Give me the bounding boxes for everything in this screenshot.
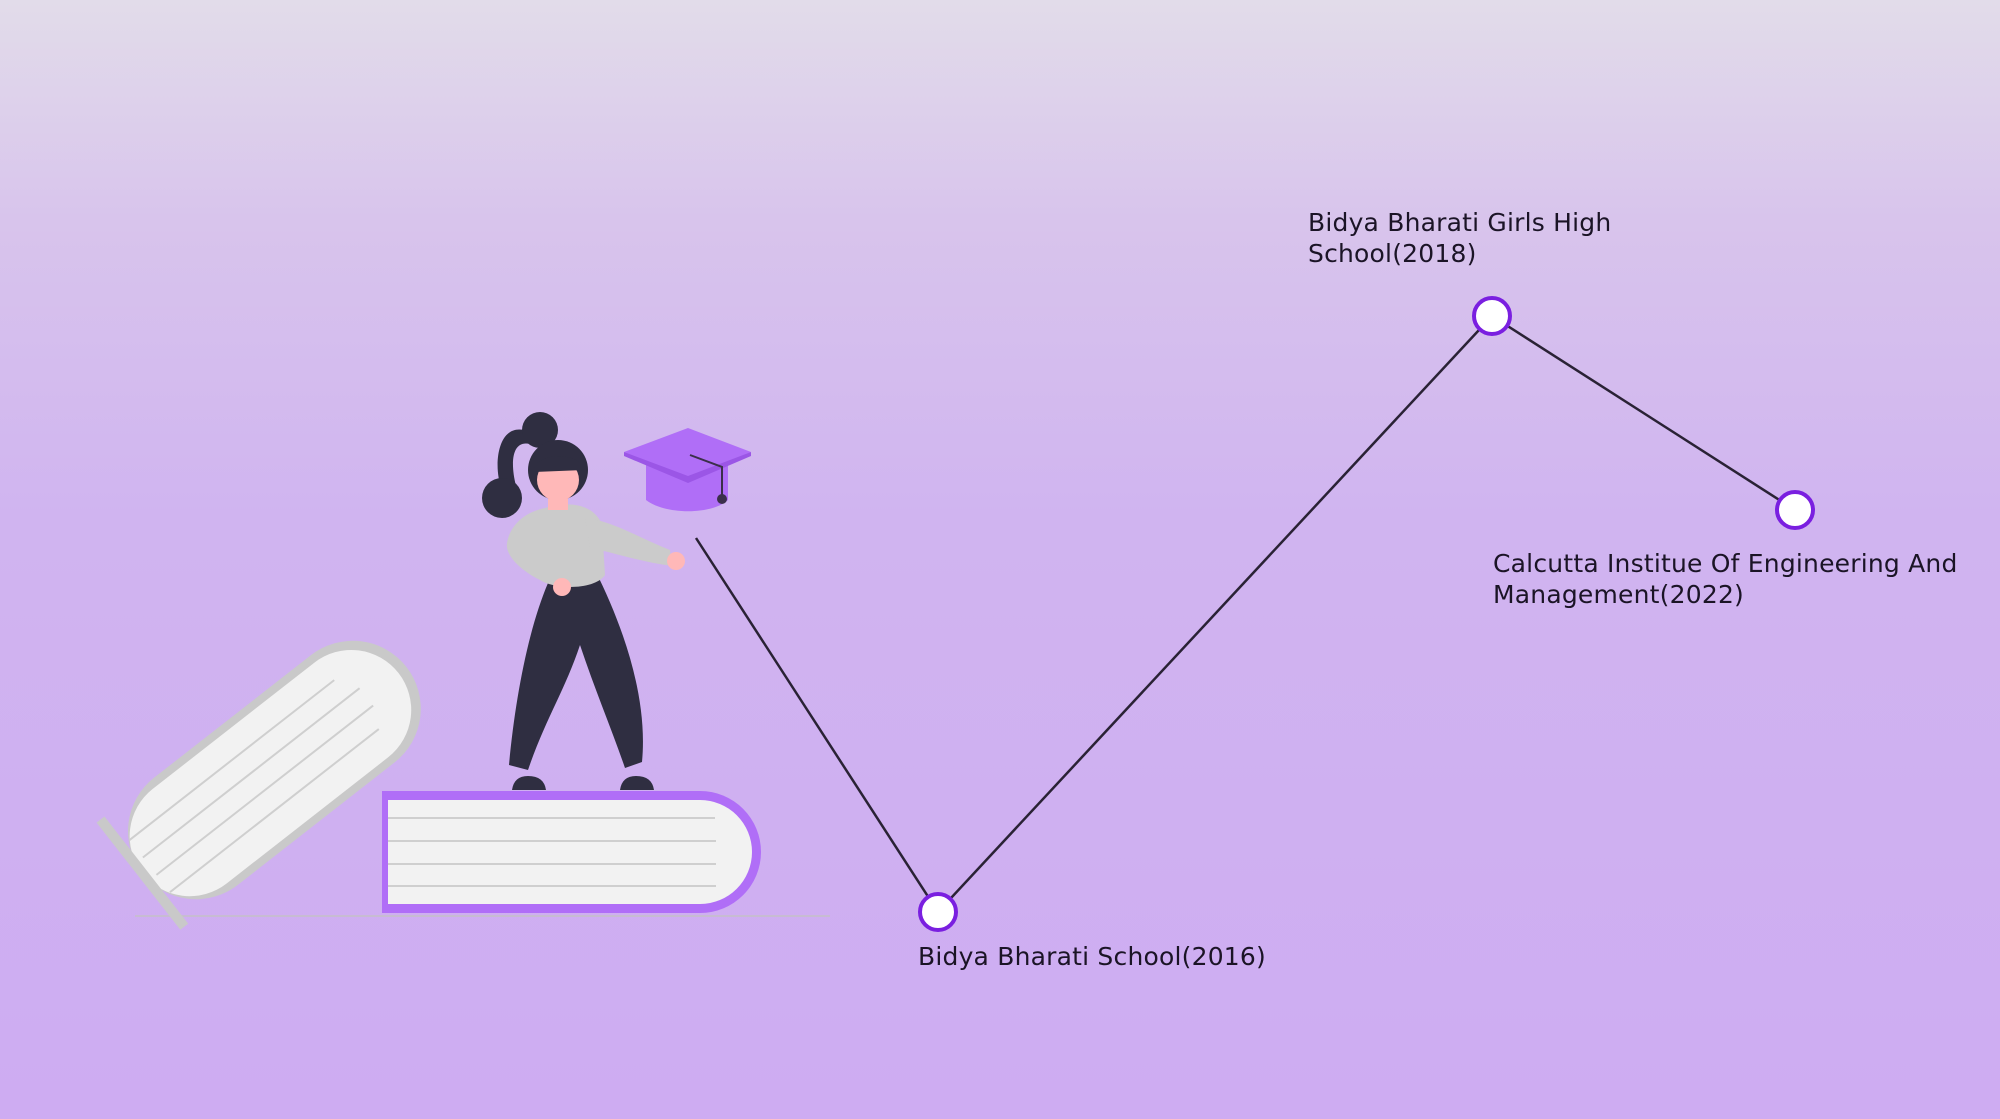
timeline-path — [694, 314, 1796, 913]
milestone-node-2022[interactable] — [1775, 490, 1815, 530]
timeline-nodes — [918, 296, 1815, 932]
timeline-segment — [1491, 314, 1796, 512]
education-illustration — [96, 412, 830, 930]
tilted-book-icon — [96, 640, 421, 930]
woman-figure-icon — [482, 412, 685, 790]
milestone-label-2022: Calcutta Institue Of Engineering And Man… — [1493, 549, 1958, 609]
milestone-node-2018[interactable] — [1472, 296, 1512, 336]
timeline-segment — [694, 537, 940, 913]
milestone-label-2016: Bidya Bharati School(2016) — [918, 942, 1266, 971]
graduation-cap-icon — [624, 428, 751, 512]
stacked-book-icon — [382, 791, 761, 913]
milestone-node-2016[interactable] — [918, 892, 958, 932]
timeline-segment — [937, 315, 1493, 913]
milestone-label-2018: Bidya Bharati Girls High School(2018) — [1308, 208, 1612, 268]
